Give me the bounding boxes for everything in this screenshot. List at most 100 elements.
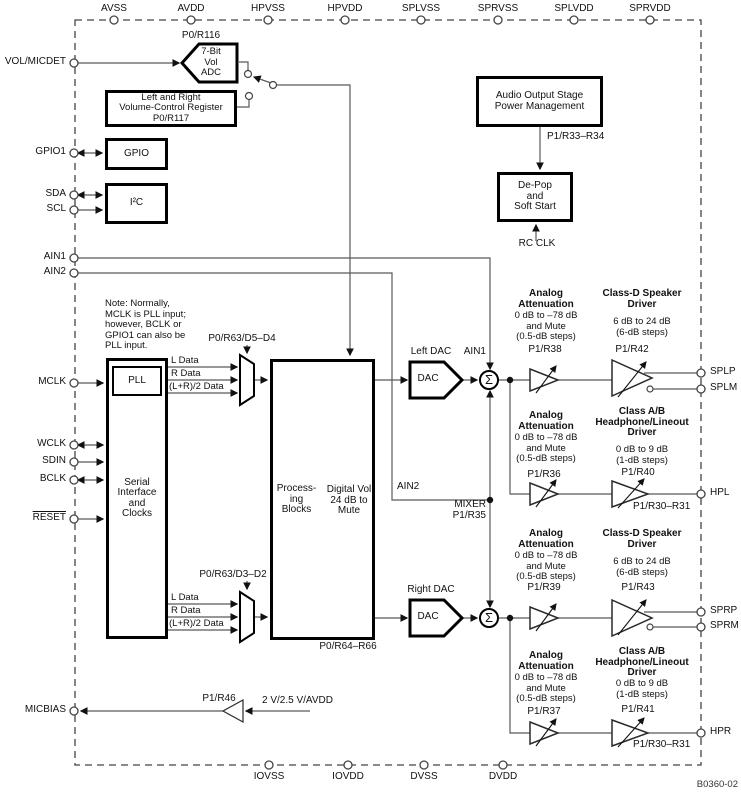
pin-sprvdd xyxy=(645,15,655,25)
pin-label-micbias: MICBIAS xyxy=(24,704,66,715)
signal-wires xyxy=(76,59,697,734)
ain2-wire xyxy=(78,272,488,501)
pin-micbias xyxy=(69,706,79,716)
pin-label-sda: SDA xyxy=(45,188,66,199)
att2-reg: P1/R36 xyxy=(527,469,561,480)
pin-splm xyxy=(696,384,706,394)
mux-bottom-ldata: L Data xyxy=(171,592,199,603)
mux-top-reg: P0/R63/D5–D4 xyxy=(208,333,276,344)
pin-label-hpr: HPR xyxy=(710,726,732,737)
pin-ain2 xyxy=(69,268,79,278)
pll-note: Note: Normally, MCLK is PLL input; howev… xyxy=(105,298,186,351)
mixer-label: MIXER P1/R35 xyxy=(452,499,486,521)
pin-dvss xyxy=(419,760,429,770)
right-data-mux xyxy=(239,590,255,644)
classab1-body: 0 dB to 9 dB (1-dB steps) xyxy=(615,444,669,466)
pin-label-hpvss: HPVSS xyxy=(251,3,285,14)
vol-adc-shape xyxy=(179,42,239,84)
pin-avdd xyxy=(186,15,196,25)
att1-body: 0 dB to –78 dB and Mute (0.5-dB steps) xyxy=(514,310,578,342)
att1-heading: Analog Attenuation xyxy=(518,288,574,310)
depop-reg-label: P1/R33–R34 xyxy=(547,131,605,142)
pin-label-reset: RESET xyxy=(32,512,66,523)
pin-label-wclk: WCLK xyxy=(37,438,66,449)
attenuator-hpr xyxy=(529,720,561,746)
pin-splvdd xyxy=(569,15,579,25)
pin-splp xyxy=(696,368,706,378)
pin-scl xyxy=(69,205,79,215)
ain1-net-label: AIN1 xyxy=(463,346,486,357)
pin-label-hpvdd: HPVDD xyxy=(327,3,363,14)
att4-heading: Analog Attenuation xyxy=(518,650,574,672)
att1-reg: P1/R38 xyxy=(528,344,562,355)
pin-label-ain1: AIN1 xyxy=(43,251,66,262)
left-dac-title: Left DAC xyxy=(410,346,452,357)
att2-body: 0 dB to –78 dB and Mute (0.5-dB steps) xyxy=(514,432,578,464)
pin-reset xyxy=(69,514,79,524)
junction-dots xyxy=(486,376,514,622)
pin-sprm xyxy=(696,622,706,632)
hpl-branch-wire xyxy=(509,380,530,495)
gain-arrows xyxy=(535,361,647,748)
classd-right-inv-bubble xyxy=(646,623,654,631)
pin-ain1 xyxy=(69,253,79,263)
right-dac-shape xyxy=(408,598,465,638)
left-summer-sigma: Σ xyxy=(484,372,494,387)
hpr-branch-wire xyxy=(509,618,530,734)
i2c-box: I²C xyxy=(105,183,168,224)
figure-code: B0360-02 xyxy=(696,779,738,790)
classab2-body: 0 dB to 9 dB (1-dB steps) xyxy=(615,678,669,700)
pin-mclk xyxy=(69,378,79,388)
pin-label-hpl: HPL xyxy=(710,487,730,498)
pin-label-gpio1: GPIO1 xyxy=(35,146,66,157)
depop-box: De-Pop and Soft Start xyxy=(497,172,573,222)
classab1-heading: Class A/B Headphone/Lineout Driver xyxy=(595,406,689,438)
pin-iovss xyxy=(264,760,274,770)
pin-label-dvdd: DVDD xyxy=(488,771,518,782)
classd2-reg: P1/R43 xyxy=(621,582,655,593)
pin-sprvss xyxy=(493,15,503,25)
pin-vol-micdet xyxy=(69,58,79,68)
pin-avss xyxy=(109,15,119,25)
classd-driver-left xyxy=(611,358,654,398)
left-dac-text: DAC xyxy=(417,373,439,384)
micbias-reg-label: P1/R46 xyxy=(202,693,236,704)
hpr-common-reg: P1/R30–R31 xyxy=(633,739,691,750)
mux-bottom-rdata: R Data xyxy=(171,605,201,616)
mux-bottom-lrdata: (L+R)/2 Data xyxy=(169,618,224,629)
mux-bottom-reg: P0/R63/D3–D2 xyxy=(199,569,267,580)
pin-label-splp: SPLP xyxy=(710,366,736,377)
pin-sdin xyxy=(69,457,79,467)
pin-label-splvss: SPLVSS xyxy=(401,3,441,14)
pin-label-bclk: BCLK xyxy=(39,473,66,484)
switch-lever xyxy=(252,75,272,84)
audio-output-stage-box: Audio Output Stage Power Management xyxy=(476,76,603,127)
processing-digitalvol-box xyxy=(270,359,375,640)
classd-left-inv-bubble xyxy=(646,385,654,393)
left-summer xyxy=(479,370,499,390)
attenuator-right-classd xyxy=(529,605,561,631)
ain2-net-label: AIN2 xyxy=(397,481,420,492)
right-dac-title: Right DAC xyxy=(407,584,455,595)
pin-circles[interactable] xyxy=(69,15,706,770)
digital-vol-label: Digital Vol 24 dB to Mute xyxy=(326,484,372,516)
classd1-body: 6 dB to 24 dB (6-dB steps) xyxy=(613,316,671,338)
right-summer-sigma: Σ xyxy=(484,610,494,625)
vol-switch-nodes[interactable] xyxy=(243,69,278,101)
pin-label-iovss: IOVSS xyxy=(253,771,285,782)
pll-box: PLL xyxy=(112,366,162,396)
classd1-reg: P1/R42 xyxy=(615,344,649,355)
pin-label-avss: AVSS xyxy=(101,3,127,14)
mux-top-lrdata: (L+R)/2 Data xyxy=(169,381,224,392)
gpio-box: GPIO xyxy=(105,138,168,170)
mux-top-ldata: L Data xyxy=(171,355,199,366)
pin-hpvdd xyxy=(340,15,350,25)
serial-interface-box: Serial Interface and Clocks xyxy=(106,358,168,639)
classd2-body: 6 dB to 24 dB (6-dB steps) xyxy=(613,556,671,578)
pin-label-sprvss: SPRVSS xyxy=(477,3,519,14)
pin-sda xyxy=(69,190,79,200)
classd2-heading: Class-D Speaker Driver xyxy=(602,528,682,550)
att2-heading: Analog Attenuation xyxy=(518,410,574,432)
